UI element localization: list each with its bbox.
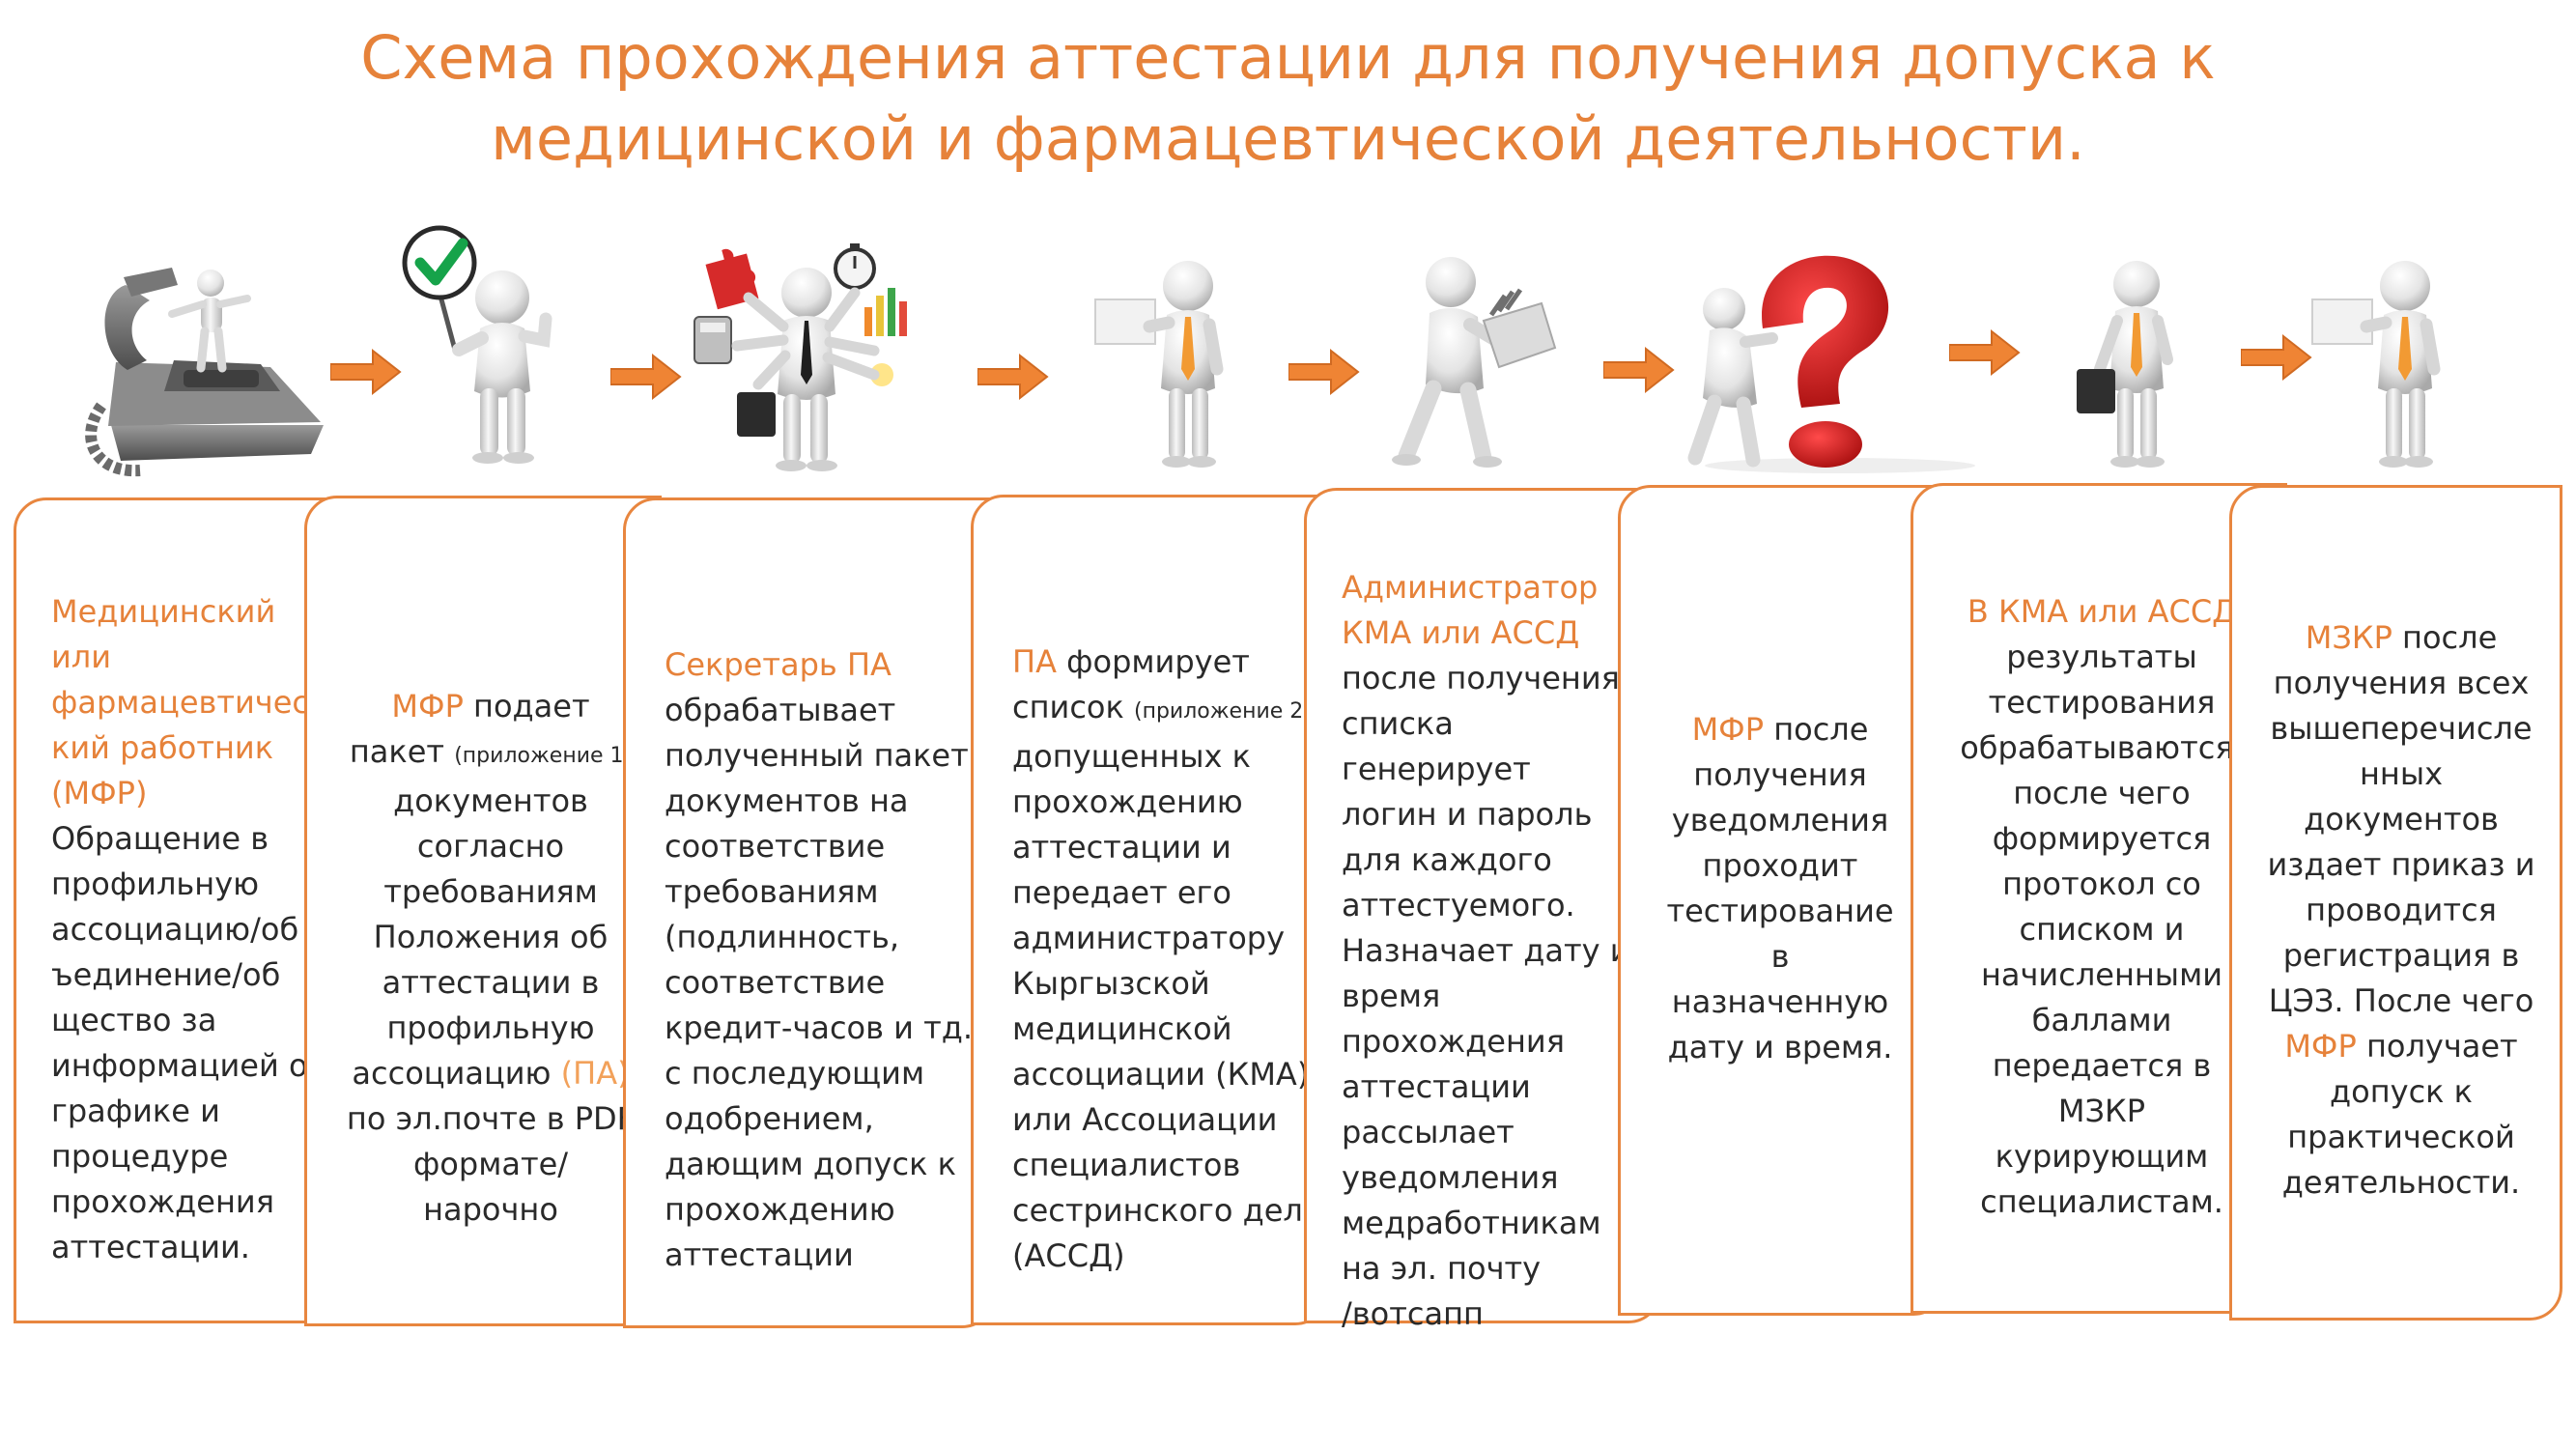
- step-6-text: после получения уведомления проходит тес…: [1666, 711, 1894, 1065]
- step-8-text-b: получает допуск к практической деятельно…: [2281, 1028, 2521, 1201]
- arrow-right-icon: [1288, 348, 1360, 396]
- person-carrying-box-icon: [1392, 257, 1557, 468]
- step-2-text-a: подает пакет: [349, 688, 590, 770]
- page-title: Схема прохождения аттестации для получен…: [0, 17, 2576, 180]
- page-title-line-2: медицинской и фармацевтической деятельно…: [491, 103, 2085, 174]
- step-card-3: Секретарь ПА обрабатывает полученный паке…: [623, 497, 995, 1328]
- step-2-note: (приложение 1): [454, 744, 633, 768]
- step-8-lead: МЗКР: [2305, 619, 2392, 656]
- step-2-lead: МФР: [391, 688, 464, 724]
- arrow-right-icon: [330, 348, 402, 396]
- step-5-text: после получения списка генерирует логин …: [1342, 660, 1630, 1332]
- step-card-2: МФР подает пакет (приложение 1) документ…: [304, 496, 662, 1326]
- person-holding-card-icon: [2311, 261, 2441, 468]
- step-7-text: результаты тестирования обрабатываются, …: [1960, 639, 2244, 1220]
- step-card-8: МЗКР после получения всех вышеперечисле …: [2229, 485, 2562, 1321]
- arrow-right-icon: [610, 353, 682, 401]
- step-4-text-a: формирует список: [1012, 643, 1250, 725]
- step-6-lead: МФР: [1691, 711, 1765, 748]
- step-2-text-c: по эл.почте в PDF формате/ нарочно: [346, 1100, 636, 1228]
- arrow-right-icon: [2241, 333, 2312, 382]
- step-1-text: Обращение в профильную ассоциацию/об ъед…: [51, 820, 308, 1265]
- arrow-right-icon: [1603, 346, 1675, 394]
- step-3-heading: Секретарь ПА: [665, 646, 892, 683]
- arrow-right-icon: [1949, 328, 2021, 377]
- step-1-heading: Медицинский или фармацевтичес кий работн…: [51, 593, 309, 811]
- step-card-6: МФР после получения уведомления проходит…: [1618, 485, 1946, 1316]
- step-8-text-a: после получения всех вышеперечисле нных …: [2267, 619, 2535, 1019]
- person-holding-card-icon: [1094, 261, 1224, 468]
- step-card-4: ПА формирует список (приложение 2) допущ…: [971, 495, 1328, 1325]
- step-4-note: (приложение 2): [1133, 699, 1312, 724]
- step-card-5: Администратор КМА или АССД после получени…: [1304, 488, 1661, 1332]
- step-2-text-b: документов согласно требованиям Положени…: [352, 782, 609, 1092]
- step-2-abbr: (ПА): [560, 1055, 630, 1092]
- arrow-right-icon: [977, 353, 1049, 401]
- step-7-heading: В КМА или АССД: [1967, 593, 2237, 630]
- checkmark-sign-person-icon: [402, 225, 552, 464]
- step-8-lead-2: МФР: [2284, 1028, 2357, 1065]
- phone-person-icon: [85, 268, 324, 477]
- multitask-person-icon: [694, 243, 907, 471]
- step-5-heading: Администратор КМА или АССД: [1342, 569, 1599, 651]
- page-title-line-1: Схема прохождения аттестации для получен…: [360, 22, 2216, 93]
- step-card-1: Медицинский или фармацевтичес кий работн…: [14, 497, 342, 1323]
- step-3-text: обрабатывает полученный пакет документов…: [665, 692, 985, 1273]
- step-4-text-b: допущенных к прохождению аттестации и пе…: [1012, 738, 1322, 1274]
- person-with-briefcase-icon: [2077, 261, 2173, 468]
- step-4-lead: ПА: [1012, 643, 1057, 680]
- question-mark-person-icon: [1656, 242, 1985, 478]
- step-card-7: В КМА или АССД результаты тестирования об…: [1911, 483, 2287, 1314]
